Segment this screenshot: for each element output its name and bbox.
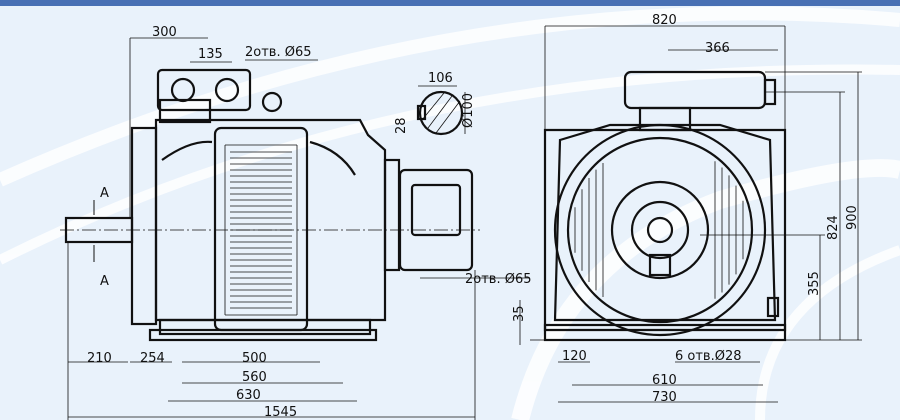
end-shield-left: [130, 126, 158, 326]
dim-254: 254: [140, 351, 165, 366]
dim-106: 106: [428, 71, 453, 86]
dim-28: 28: [394, 117, 409, 134]
dim-1545: 1545: [264, 405, 297, 420]
dim-355: 355: [807, 271, 822, 296]
dim-120: 120: [562, 349, 587, 364]
dim-900: 900: [845, 205, 860, 230]
label-holes-side: 2отв. Ø65: [465, 272, 532, 287]
section-mark-bottom: A: [100, 274, 109, 289]
dim-500: 500: [242, 351, 267, 366]
dim-630: 630: [236, 388, 261, 403]
shaft-section: [418, 90, 464, 136]
dim-366: 366: [705, 41, 730, 56]
dim-300: 300: [152, 25, 177, 40]
dim-610: 610: [652, 373, 677, 388]
dim-730: 730: [652, 390, 677, 405]
terminal-box-side: [398, 168, 474, 272]
dimension-lines: [67, 25, 862, 420]
cut-off-header: [0, 0, 900, 6]
dim-d100: Ø100: [461, 93, 476, 128]
dimension-labels: 300 135 2отв. Ø65 106 Ø100 28 2отв. Ø65 …: [87, 13, 860, 420]
dim-560: 560: [242, 370, 267, 385]
label-holes-base: 6 отв.Ø28: [675, 349, 742, 364]
motor-body: [154, 118, 387, 322]
dim-210: 210: [87, 351, 112, 366]
section-mark-top: A: [100, 186, 109, 201]
terminal-box-top: [156, 68, 252, 112]
side-view: A A: [60, 68, 480, 342]
front-view: [543, 70, 787, 342]
label-holes-top: 2отв. Ø65: [245, 45, 312, 60]
dim-820: 820: [652, 13, 677, 28]
dim-824: 824: [826, 215, 841, 240]
dim-135: 135: [198, 47, 223, 62]
dim-35: 35: [512, 305, 527, 322]
